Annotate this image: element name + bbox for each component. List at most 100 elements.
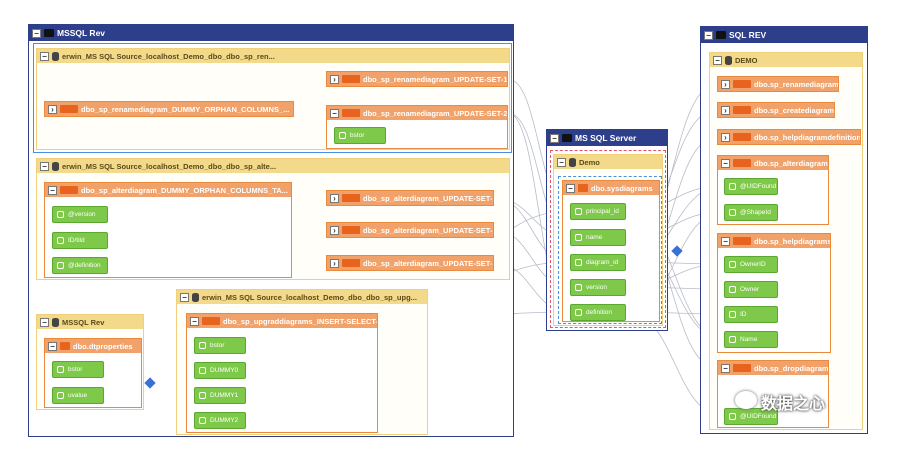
column-label: ID: [740, 311, 747, 318]
database-icon: [52, 51, 59, 61]
column-label: @definition: [68, 262, 101, 269]
column-label: @UIDFound: [740, 183, 777, 190]
collapse-toggle[interactable]: −: [704, 30, 713, 40]
collapse-toggle[interactable]: −: [48, 341, 57, 351]
proc-label: dbo.sp_helpdiagrams: [754, 236, 830, 246]
collapse-toggle[interactable]: −: [180, 292, 189, 302]
column-id[interactable]: ID: [724, 306, 778, 323]
proc-rename-set1[interactable]: › dbo_sp_renamediagram_UPDATE-SET-1: [326, 71, 508, 87]
collapse-toggle[interactable]: −: [330, 108, 339, 118]
proc-renamediagram[interactable]: ›dbo.sp_renamediagram: [717, 76, 839, 92]
expand-toggle[interactable]: ›: [721, 79, 730, 89]
column-id[interactable]: ID/tild: [52, 232, 108, 249]
column-icon: [729, 336, 736, 343]
proc-alter-set3[interactable]: ›dbo_sp_alterdiagram_UPDATE-SET-3: [326, 222, 494, 238]
expand-toggle[interactable]: ›: [330, 193, 339, 203]
column-label: version: [586, 284, 607, 291]
column-icon: [729, 286, 736, 293]
group-title: MSSQL Rev: [62, 317, 105, 327]
proc-label: dbo_sp_renamediagram_UPDATE-SET-2: [363, 108, 507, 118]
column-shapeid[interactable]: @ShapeId: [724, 204, 778, 221]
collapse-toggle[interactable]: −: [40, 317, 49, 327]
database-icon: [192, 292, 199, 302]
column-icon: [575, 309, 582, 316]
column-diagram-id[interactable]: diagram_id: [570, 254, 626, 271]
column-icon: [57, 237, 64, 244]
proc-upgrad-insert[interactable]: −dbo_sp_upgraddiagrams_INSERT-SELECT-1: [186, 313, 378, 433]
column-icon: [729, 311, 736, 318]
column-bstor[interactable]: bstor: [52, 361, 104, 378]
column-version[interactable]: version: [570, 279, 626, 296]
proc-label: dbo_sp_renamediagram_UPDATE-SET-1: [363, 74, 508, 84]
link-diamond-icon[interactable]: [671, 245, 683, 257]
collapse-toggle[interactable]: −: [713, 55, 722, 65]
column-icon: [575, 284, 582, 291]
collapse-toggle[interactable]: −: [557, 157, 566, 167]
column-icon: [57, 366, 64, 373]
proc-tag-icon: [733, 133, 751, 141]
column-icon: [199, 342, 206, 349]
column-icon: [339, 132, 346, 139]
column-uidfound[interactable]: @UIDFound: [724, 408, 778, 425]
proc-tag-icon: [733, 80, 751, 88]
column-icon: [575, 208, 582, 215]
proc-label: dbo_sp_alterdiagram_UPDATE-SET-1: [363, 258, 494, 268]
column-name[interactable]: name: [570, 229, 626, 246]
column-dummy2[interactable]: DUMMY2: [194, 412, 246, 429]
expand-toggle[interactable]: ›: [721, 132, 730, 142]
expand-toggle[interactable]: ›: [330, 225, 339, 235]
proc-label: dbo.sp_creatediagram: [754, 105, 835, 115]
expand-toggle[interactable]: ›: [721, 105, 730, 115]
collapse-toggle[interactable]: −: [721, 236, 730, 246]
proc-tag-icon: [342, 194, 360, 202]
table-label: dbo.sysdiagrams: [591, 183, 653, 193]
column-icon: [199, 367, 206, 374]
proc-tag-icon: [342, 259, 360, 267]
proc-tag-icon: [342, 109, 360, 117]
proc-rename-orphan[interactable]: › dbo_sp_renamediagram_DUMMY_ORPHAN_COLUM…: [44, 101, 294, 117]
selection-outline: [33, 43, 512, 153]
column-dummy1[interactable]: DUMMY1: [194, 387, 246, 404]
collapse-toggle[interactable]: −: [40, 51, 49, 61]
proc-alter-set1[interactable]: › dbo_sp_alterdiagram_UPDATE-SET-1: [326, 255, 494, 271]
proc-alter-orphan[interactable]: −dbo_sp_alterdiagram_DUMMY_ORPHAN_COLUMN…: [44, 182, 292, 278]
column-icon: [729, 413, 736, 420]
column-label: uvalue: [68, 392, 88, 399]
collapse-toggle[interactable]: −: [48, 185, 57, 195]
collapse-toggle[interactable]: −: [190, 316, 199, 326]
column-ownerid[interactable]: OwnerID: [724, 256, 778, 273]
column-version[interactable]: @version: [52, 206, 108, 223]
column-owner[interactable]: Owner: [724, 281, 778, 298]
database-icon: [52, 161, 59, 171]
expand-toggle[interactable]: ›: [330, 258, 339, 268]
column-definition[interactable]: @definition: [52, 257, 108, 274]
collapse-toggle[interactable]: −: [32, 28, 41, 38]
proc-helpdiagramdefinition[interactable]: ›dbo.sp_helpdiagramdefinition: [717, 129, 861, 145]
collapse-toggle[interactable]: −: [721, 158, 730, 168]
collapse-toggle[interactable]: −: [40, 161, 49, 171]
column-bstor[interactable]: bstor: [194, 337, 246, 354]
collapse-toggle[interactable]: −: [550, 133, 559, 143]
database-icon: [725, 55, 732, 65]
table-sysdiagrams[interactable]: − dbo.sysdiagrams: [562, 180, 660, 322]
proc-creatediagram[interactable]: › dbo.sp_creatediagram: [717, 102, 835, 118]
collapse-toggle[interactable]: −: [566, 183, 575, 193]
column-principal-id[interactable]: principal_id: [570, 203, 626, 220]
proc-alter-set2[interactable]: ›dbo_sp_alterdiagram_UPDATE-SET-2: [326, 190, 494, 206]
column-uvalue[interactable]: uvalue: [52, 387, 104, 404]
column-bstor[interactable]: bstor: [334, 127, 386, 144]
column-definition[interactable]: definition: [570, 304, 626, 321]
table-dtproperties[interactable]: −dbo.dtproperties: [44, 338, 142, 408]
proc-label: dbo_sp_renamediagram_DUMMY_ORPHAN_COLUMN…: [81, 104, 290, 114]
column-icon: [729, 261, 736, 268]
db-label: DEMO: [735, 55, 758, 65]
column-uidfound[interactable]: @UIDFound: [724, 178, 778, 195]
column-icon: [57, 211, 64, 218]
column-icon: [729, 209, 736, 216]
column-icon: [575, 259, 582, 266]
expand-toggle[interactable]: ›: [330, 74, 339, 84]
column-dummy0[interactable]: DUMMY0: [194, 362, 246, 379]
expand-toggle[interactable]: ›: [48, 104, 57, 114]
collapse-toggle[interactable]: −: [721, 363, 730, 373]
column-name[interactable]: Name: [724, 331, 778, 348]
